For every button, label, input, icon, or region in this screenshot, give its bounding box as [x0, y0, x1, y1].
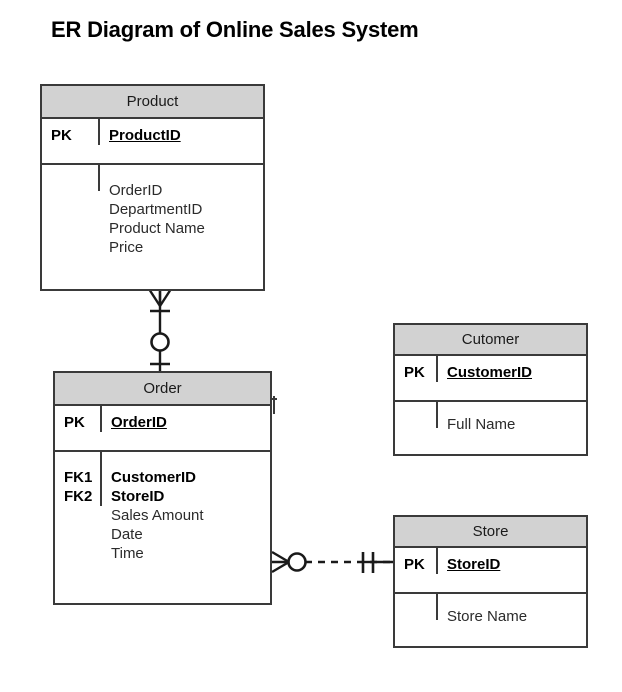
entity-store-pk-field: StoreID — [447, 556, 501, 573]
attribute-row: StoreID — [111, 488, 165, 505]
attribute-row: OrderID — [109, 182, 163, 199]
attribute-row: Sales Amount — [111, 507, 204, 524]
entity-customer-pk-label: PK — [395, 356, 438, 382]
entity-product-pk-row: PK ProductID — [42, 119, 263, 165]
entity-store-pk-label: PK — [395, 548, 438, 574]
entity-store[interactable]: Store PK StoreID Store Name — [393, 515, 588, 648]
entity-order[interactable]: Order PK OrderID FK1 FK2 CustomerID Stor… — [53, 371, 272, 605]
entity-product-attr-keycol — [42, 165, 100, 191]
entity-order-fk1-label: FK1 — [64, 469, 93, 486]
page-title: ER Diagram of Online Sales System — [51, 17, 419, 42]
attribute-row: Time — [111, 545, 144, 562]
entity-product-header: Product — [42, 86, 263, 119]
entity-customer-pk-row: PK CustomerID — [395, 356, 586, 402]
entity-product-pk-label: PK — [42, 119, 100, 145]
attribute-row: Store Name — [447, 608, 528, 625]
entity-product[interactable]: Product PK ProductID OrderID DepartmentI… — [40, 84, 265, 291]
entity-order-header: Order — [55, 373, 270, 406]
entity-customer-attr-keycol — [395, 402, 438, 428]
entity-product-attributes: OrderID DepartmentID Product Name Price — [42, 165, 263, 289]
entity-order-attributes: FK1 FK2 CustomerID StoreID Sales Amount … — [55, 452, 270, 603]
entity-order-pk-field: OrderID — [111, 414, 167, 431]
attribute-row: Product Name — [109, 220, 205, 237]
entity-store-attributes: Store Name — [395, 594, 586, 646]
entity-customer-attributes: Full Name — [395, 402, 586, 454]
entity-store-pk-row: PK StoreID — [395, 548, 586, 594]
relationship-order-store — [271, 550, 393, 574]
entity-customer-pk-field: CustomerID — [447, 364, 533, 381]
entity-order-fk2-label: FK2 — [64, 488, 93, 505]
entity-product-pk-field: ProductID — [109, 127, 181, 144]
attribute-row: Full Name — [447, 416, 516, 433]
entity-order-fk-labels: FK1 FK2 — [55, 452, 102, 506]
entity-store-header: Store — [395, 517, 586, 548]
entity-order-pk-row: PK OrderID — [55, 406, 270, 452]
attribute-row: CustomerID — [111, 469, 197, 486]
entity-customer-header: Cutomer — [395, 325, 586, 356]
attribute-row: Date — [111, 526, 143, 543]
relationship-product-order — [147, 288, 173, 371]
entity-store-attr-keycol — [395, 594, 438, 620]
entity-customer[interactable]: Cutomer PK CustomerID Full Name — [393, 323, 588, 456]
entity-order-pk-label: PK — [55, 406, 102, 432]
attribute-row: Price — [109, 239, 144, 256]
attribute-row: DepartmentID — [109, 201, 203, 218]
